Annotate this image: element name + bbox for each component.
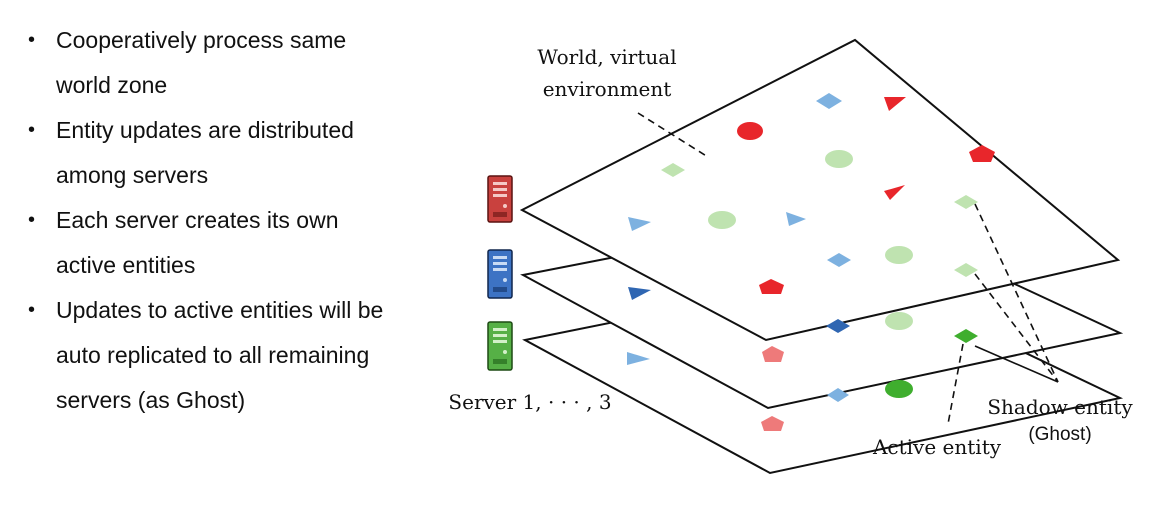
layer-1-entities [628,93,995,231]
bullet-dot-icon: • [28,119,36,141]
triangle-entity [627,352,650,365]
bullet-text: Updates to active entities will be [56,297,384,323]
pentagon-entity [759,279,784,294]
world-label: World, virtual [537,45,676,69]
pentagon-entity [969,145,995,162]
pentagon-entity [761,416,784,431]
triangle-entity [628,287,651,300]
layer-2-entities [628,246,978,343]
bullet-item: • Cooperatively process same world zone [22,18,442,108]
circle-entity [825,150,853,168]
world-label: environment [543,77,672,101]
circle-entity [885,380,913,398]
diamond-entity [954,195,978,209]
bullet-item: • Each server creates its own active ent… [22,198,442,288]
bullet-text: Cooperatively process same [56,27,347,53]
layer-3-entities [627,346,913,431]
diamond-entity [661,163,685,177]
diamond-entity [954,263,978,277]
triangle-entity [628,217,651,231]
circle-entity [737,122,763,140]
server-3-icon [487,321,513,371]
leader-lines [637,112,1059,425]
bullet-text: Entity updates are distributed [56,117,354,143]
pentagon-entity [762,346,784,362]
shadow-leader-line [974,345,1059,383]
triangle-entity [884,185,905,200]
bullet-text: servers (as Ghost) [56,387,246,413]
circle-entity [708,211,736,229]
bullet-text: Each server creates its own [56,207,339,233]
bullet-item: • Updates to active entities will be aut… [22,288,442,423]
triangle-entity [786,212,806,226]
triangle-entity [884,97,906,111]
world-leader-line [637,112,709,158]
server-2-icon [487,249,513,299]
diamond-entity [826,319,850,333]
ghost-label: (Ghost) [1028,424,1091,445]
server-label: Server 1, · · · , 3 [448,390,611,414]
bullet-text: auto replicated to all remaining [56,342,370,368]
shadow-leader-line [974,203,1059,383]
shadow-leader-line [974,273,1059,383]
bullet-list: • Cooperatively process same world zone … [22,18,442,423]
shadow-entity-label: Shadow entity [987,395,1133,419]
bullet-dot-icon: • [28,299,36,321]
bullet-text: world zone [56,72,168,98]
bullet-dot-icon: • [28,29,36,51]
circle-entity [885,246,913,264]
circle-entity [885,312,913,330]
bullet-text: among servers [56,162,209,188]
diamond-entity [827,388,849,402]
active-entity-label: Active entity [872,435,1002,459]
diamond-entity [816,93,842,109]
diamond-entity [827,253,851,267]
diamond-entity [954,329,978,343]
bullet-text: active entities [56,252,196,278]
bullet-item: • Entity updates are distributed among s… [22,108,442,198]
bullet-dot-icon: • [28,209,36,231]
server-1-icon [487,175,513,223]
active-leader-line [947,343,964,425]
